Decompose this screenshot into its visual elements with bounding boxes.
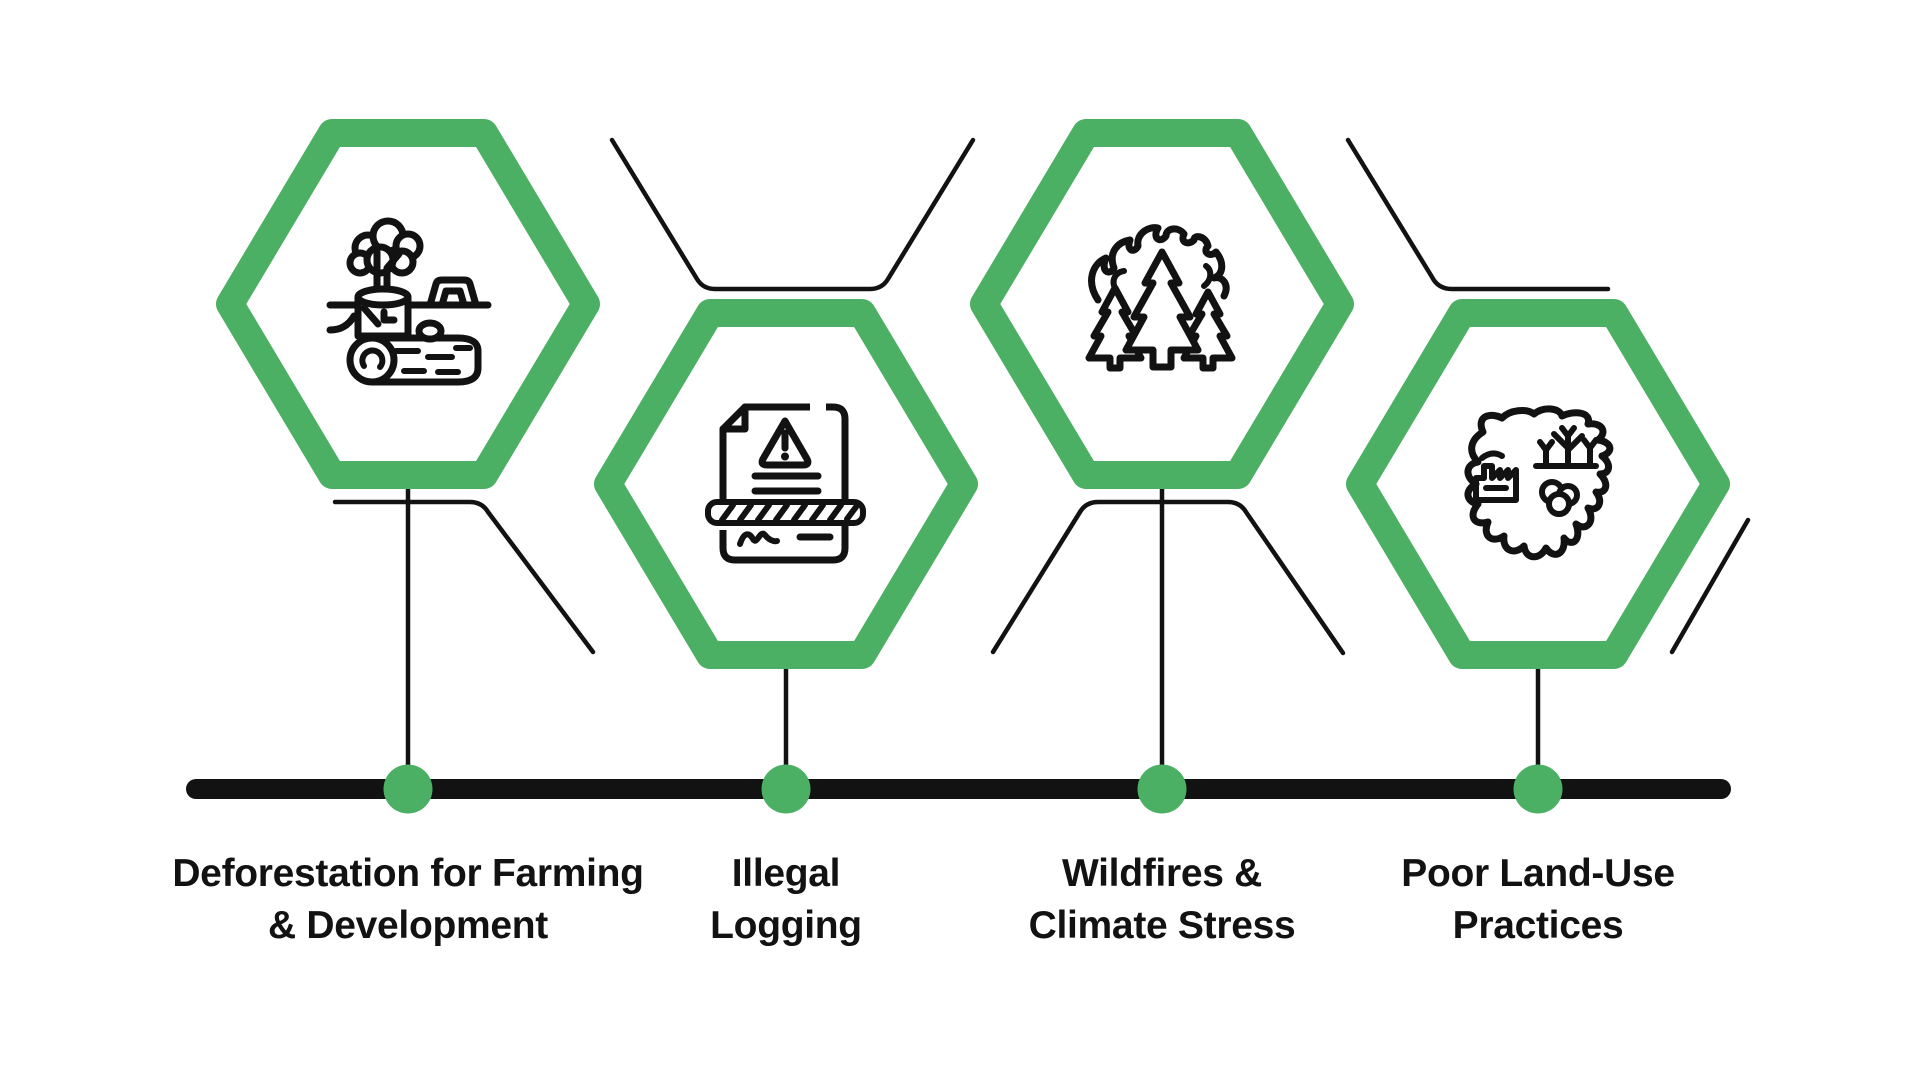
hex-outline-fragment-below-third: [990, 499, 1346, 656]
label-line-2: Practices: [1452, 904, 1624, 947]
timeline-dots: [383, 764, 1563, 814]
label-line-2: & Development: [268, 904, 548, 947]
label-deforestation: Deforestation for Farming & Development: [172, 848, 644, 952]
burning-forest-icon: [1085, 224, 1236, 372]
timeline-dot-wildfires: [1137, 764, 1187, 814]
hex-outline-fragment-below-first: [332, 499, 596, 655]
label-line-1: Deforestation for Farming: [172, 852, 644, 895]
label-line-1: Wildfires &: [1061, 852, 1263, 895]
label-land-use: Poor Land-Use Practices: [1401, 848, 1675, 952]
label-illegal-logging: Illegal Logging: [710, 848, 862, 952]
hexagon-wildfires: [970, 119, 1354, 489]
label-line-1: Poor Land-Use: [1401, 852, 1675, 895]
hex-outline-fragment-far-right: [1669, 517, 1751, 655]
hex-outline-fragment-top-left: [609, 137, 976, 292]
timeline-dot-land-use: [1513, 764, 1563, 814]
hex-outline-fragment-top-right: [1345, 137, 1611, 292]
label-line-2: Logging: [710, 904, 862, 947]
label-line-2: Climate Stress: [1028, 904, 1296, 947]
label-line-1: Illegal: [731, 852, 841, 895]
warning-document-icon: [705, 401, 866, 564]
timeline-dot-illegal-logging: [761, 764, 811, 814]
label-wildfires: Wildfires & Climate Stress: [1029, 848, 1296, 952]
tree-stump-log-icon: [326, 217, 492, 386]
hexagon-land-use: [1346, 299, 1730, 669]
land-parcel-icon: [1464, 405, 1614, 561]
hexagon-illegal-logging: [594, 299, 978, 669]
hexagon-deforestation: [216, 119, 600, 489]
timeline-dot-deforestation: [383, 764, 433, 814]
